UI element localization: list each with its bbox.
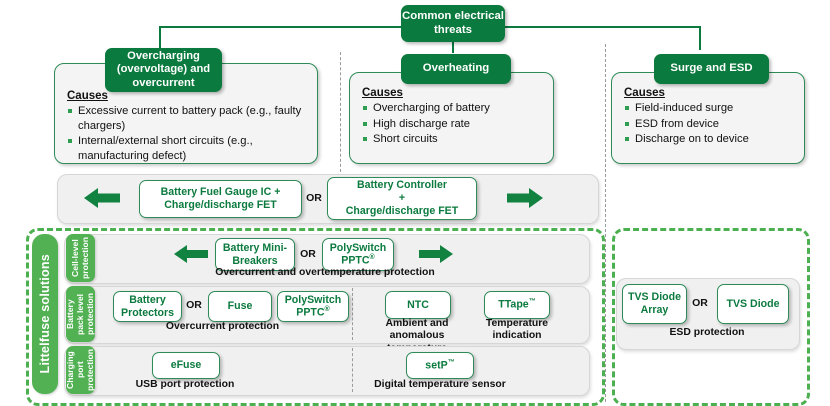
threat-node-overcharging[interactable]: Overcharging (overvoltage) and overcurre…	[105, 48, 222, 92]
row-tab-label: Battery pack level protection	[64, 292, 95, 335]
chip-polyswitch-pptc-cell[interactable]: PolySwitch PPTC®	[322, 238, 394, 271]
or-text: OR	[692, 297, 708, 309]
row-tab-label: Charging port protection	[64, 348, 95, 391]
registered-mark: ®	[324, 306, 330, 314]
row-tab-battery-pack-level: Battery pack level protection	[64, 286, 95, 342]
chip-ttape[interactable]: TTape™	[484, 291, 550, 319]
causes-heading-overcharging: Causes	[67, 90, 108, 102]
row-tab-charging-port: Charging port protection	[64, 346, 95, 394]
connector-right-drop	[699, 26, 701, 50]
root-node-label: Common electrical threats	[402, 10, 504, 36]
littelfuse-solutions-title-bar: Littelfuse solutions	[32, 234, 58, 394]
or-label-battery-pack: OR	[183, 297, 205, 313]
cause-item: Short circuits	[362, 132, 543, 147]
chip-fuse[interactable]: Fuse	[208, 291, 272, 322]
causes-list-overcharging: Excessive current to battery pack (e.g.,…	[67, 104, 307, 163]
chip-battery-mini-breakers[interactable]: Battery Mini- Breakers	[215, 238, 295, 271]
chip-label: NTC	[407, 298, 429, 311]
caption-ttape: Temperature indication	[485, 318, 549, 342]
row-tab-label: Cell-level protection	[69, 236, 90, 279]
or-text: OR	[306, 192, 322, 204]
cause-item: Overcharging of battery	[362, 101, 543, 116]
causes-list-surge-esd: Field-induced surge ESD from device Disc…	[624, 101, 794, 147]
panel-charging-port	[64, 346, 590, 396]
chip-label: Battery Fuel Gauge IC + Charge/discharge…	[160, 186, 281, 211]
caption-cell-level: Overcurrent and overtemperature protecti…	[215, 267, 435, 278]
cause-item: ESD from device	[624, 117, 794, 132]
cause-card-surge-esd: Causes Field-induced surge ESD from devi…	[611, 72, 805, 164]
right-arrow-icon-control-row	[507, 188, 543, 208]
right-arrow-icon-cell-level	[419, 245, 453, 263]
connector-root-down	[452, 41, 454, 53]
chip-label: PolySwitch PPTC®	[329, 241, 387, 267]
connector-left-drop	[159, 26, 161, 50]
cause-card-overcharging: Causes Excessive current to battery pack…	[54, 63, 318, 164]
threat-node-label: Overcharging (overvoltage) and overcurre…	[116, 50, 211, 89]
causes-heading-surge-esd: Causes	[624, 87, 665, 99]
threat-node-overheating[interactable]: Overheating	[401, 54, 511, 84]
caption-overcurrent-protection: Overcurrent protection	[165, 321, 280, 332]
cause-item: Discharge on to device	[624, 132, 794, 147]
threat-node-label: Surge and ESD	[670, 62, 753, 75]
cause-item: Excessive current to battery pack (e.g.,…	[67, 104, 307, 133]
cause-item: High discharge rate	[362, 117, 543, 132]
chip-efuse[interactable]: eFuse	[152, 352, 220, 379]
or-label-esd: OR	[689, 295, 711, 311]
cause-card-overheating: Causes Overcharging of battery High disc…	[349, 72, 554, 164]
chip-label: TVS Diode Array	[628, 291, 681, 316]
littelfuse-esd-container	[612, 228, 810, 406]
chip-label: setP™	[425, 358, 455, 372]
chip-battery-fuel-gauge[interactable]: Battery Fuel Gauge IC + Charge/discharge…	[139, 180, 302, 218]
trademark-mark: ™	[528, 298, 536, 306]
caption-esd-protection: ESD protection	[669, 327, 745, 338]
trademark-mark: ™	[447, 358, 455, 366]
chip-label: TVS Diode	[726, 297, 780, 310]
causes-list-overheating: Overcharging of battery High discharge r…	[362, 101, 543, 147]
chip-label: Battery Protectors	[121, 293, 174, 319]
caption-digital-temperature-sensor: Digital temperature sensor	[374, 379, 506, 390]
threat-node-label: Overheating	[422, 62, 490, 75]
chip-label: Battery Mini- Breakers	[222, 241, 288, 267]
cause-item: Field-induced surge	[624, 101, 794, 116]
chip-polyswitch-pptc-pack[interactable]: PolySwitch PPTC®	[277, 291, 349, 322]
registered-mark: ®	[369, 254, 375, 262]
littelfuse-solutions-container	[26, 228, 605, 406]
or-label-cell-level: OR	[297, 246, 319, 262]
chip-label: TTape™	[498, 298, 536, 311]
connector-root-left-stub	[159, 26, 401, 28]
chip-tvs-diode[interactable]: TVS Diode	[717, 284, 789, 324]
littelfuse-solutions-title: Littelfuse solutions	[38, 254, 52, 374]
caption-usb-port-protection: USB port protection	[135, 379, 235, 390]
or-label-control-row: OR	[303, 190, 325, 206]
row-tab-cell-level: Cell-level protection	[66, 234, 95, 282]
divider-row3-mid	[352, 348, 353, 392]
chip-label: Fuse	[227, 300, 253, 313]
or-text: OR	[186, 299, 202, 311]
chip-tvs-diode-array[interactable]: TVS Diode Array	[622, 284, 687, 324]
chip-ntc[interactable]: NTC	[385, 291, 451, 319]
causes-heading-overheating: Causes	[362, 87, 403, 99]
vertical-divider-threats	[340, 52, 341, 172]
root-node-common-electrical-threats[interactable]: Common electrical threats	[401, 5, 505, 42]
chip-setp[interactable]: setP™	[406, 352, 474, 379]
chip-label: PolySwitch PPTC®	[284, 293, 342, 319]
threat-node-surge-esd[interactable]: Surge and ESD	[654, 54, 769, 84]
divider-row2-mid	[352, 288, 353, 340]
vertical-divider-right-section	[605, 44, 606, 402]
or-text: OR	[300, 248, 316, 260]
left-arrow-icon-control-row	[84, 188, 120, 208]
chip-label: Battery Controller + Charge/discharge FE…	[345, 179, 459, 217]
chip-battery-controller[interactable]: Battery Controller + Charge/discharge FE…	[327, 177, 477, 220]
connector-root-right-stub	[505, 26, 700, 28]
left-arrow-icon-cell-level	[174, 245, 208, 263]
chip-label: eFuse	[170, 359, 202, 372]
cause-item: Internal/external short circuits (e.g., …	[67, 134, 307, 163]
chip-battery-protectors[interactable]: Battery Protectors	[113, 291, 182, 322]
